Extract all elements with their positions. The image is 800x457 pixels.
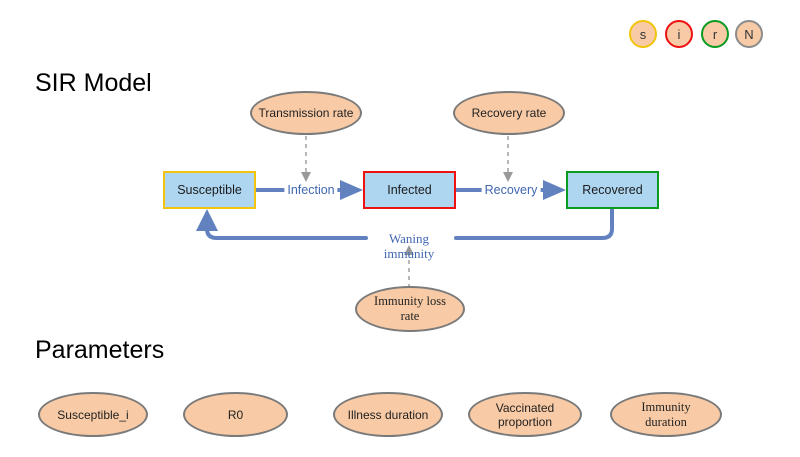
stock-recovered-label: Recovered (582, 183, 643, 197)
flow-label-recovery[interactable]: Recovery (481, 183, 541, 197)
flow-label-waning-line1: Waning (388, 231, 430, 246)
flow-label-waning-immunity[interactable]: Waning immunity (384, 231, 435, 261)
badge-s[interactable]: s (629, 20, 657, 48)
parameter-r0[interactable]: R0 (183, 392, 288, 437)
parameter-illness-duration[interactable]: Illness duration (333, 392, 443, 437)
variable-recovery-rate-label: Recovery rate (471, 106, 547, 120)
variable-immunity-loss-rate[interactable]: Immunity loss rate (355, 286, 465, 332)
parameter-vaccinated-proportion-line2: proportion (497, 414, 553, 429)
waning-flow-line-right[interactable] (454, 206, 614, 240)
variable-transmission-rate-label: Transmission rate (258, 106, 354, 120)
variable-immunity-loss-rate-line2: rate (400, 309, 420, 323)
variable-recovery-rate[interactable]: Recovery rate (453, 91, 565, 135)
waning-flow-arrowhead[interactable] (196, 209, 218, 231)
parameter-susceptible-i[interactable]: Susceptible_i (38, 392, 148, 437)
immunity-loss-influence-arrowhead[interactable] (404, 245, 414, 255)
stock-susceptible[interactable]: Susceptible (163, 171, 256, 209)
parameter-immunity-duration[interactable]: Immunity duration (610, 392, 722, 437)
infection-flow-arrowhead[interactable] (340, 180, 363, 200)
parameter-vaccinated-proportion[interactable]: Vaccinated proportion (468, 392, 582, 437)
flow-label-infection[interactable]: Infection (284, 183, 338, 197)
model-title: SIR Model (35, 69, 152, 97)
parameter-illness-duration-label: Illness duration (347, 407, 429, 422)
variable-transmission-rate[interactable]: Transmission rate (250, 91, 362, 135)
badge-s-label: s (639, 26, 647, 42)
parameter-vaccinated-proportion-line1: Vaccinated (495, 400, 555, 415)
badge-r[interactable]: r (701, 20, 729, 48)
badge-r-label: r (712, 26, 718, 42)
variable-immunity-loss-rate-line1: Immunity loss (374, 294, 446, 308)
parameter-susceptible-i-label: Susceptible_i (57, 407, 129, 422)
parameters-title: Parameters (35, 336, 165, 364)
badge-i[interactable]: i (665, 20, 693, 48)
recovery-influence-arrowhead[interactable] (503, 172, 513, 182)
stock-susceptible-label: Susceptible (177, 183, 242, 197)
badge-n-label: N (744, 26, 754, 42)
stock-infected[interactable]: Infected (363, 171, 456, 209)
badge-i-label: i (677, 26, 681, 42)
recovery-flow-arrowhead[interactable] (543, 180, 566, 200)
stock-recovered[interactable]: Recovered (566, 171, 659, 209)
badge-n[interactable]: N (735, 20, 763, 48)
parameter-r0-label: R0 (227, 407, 244, 422)
waning-flow-line-left[interactable] (205, 227, 368, 240)
flow-label-waning-line2: immunity (383, 246, 435, 261)
parameter-immunity-duration-line2: duration (645, 414, 687, 429)
transmission-influence-arrowhead[interactable] (301, 172, 311, 182)
stock-infected-label: Infected (387, 183, 432, 197)
parameter-immunity-duration-line1: Immunity (641, 399, 691, 414)
